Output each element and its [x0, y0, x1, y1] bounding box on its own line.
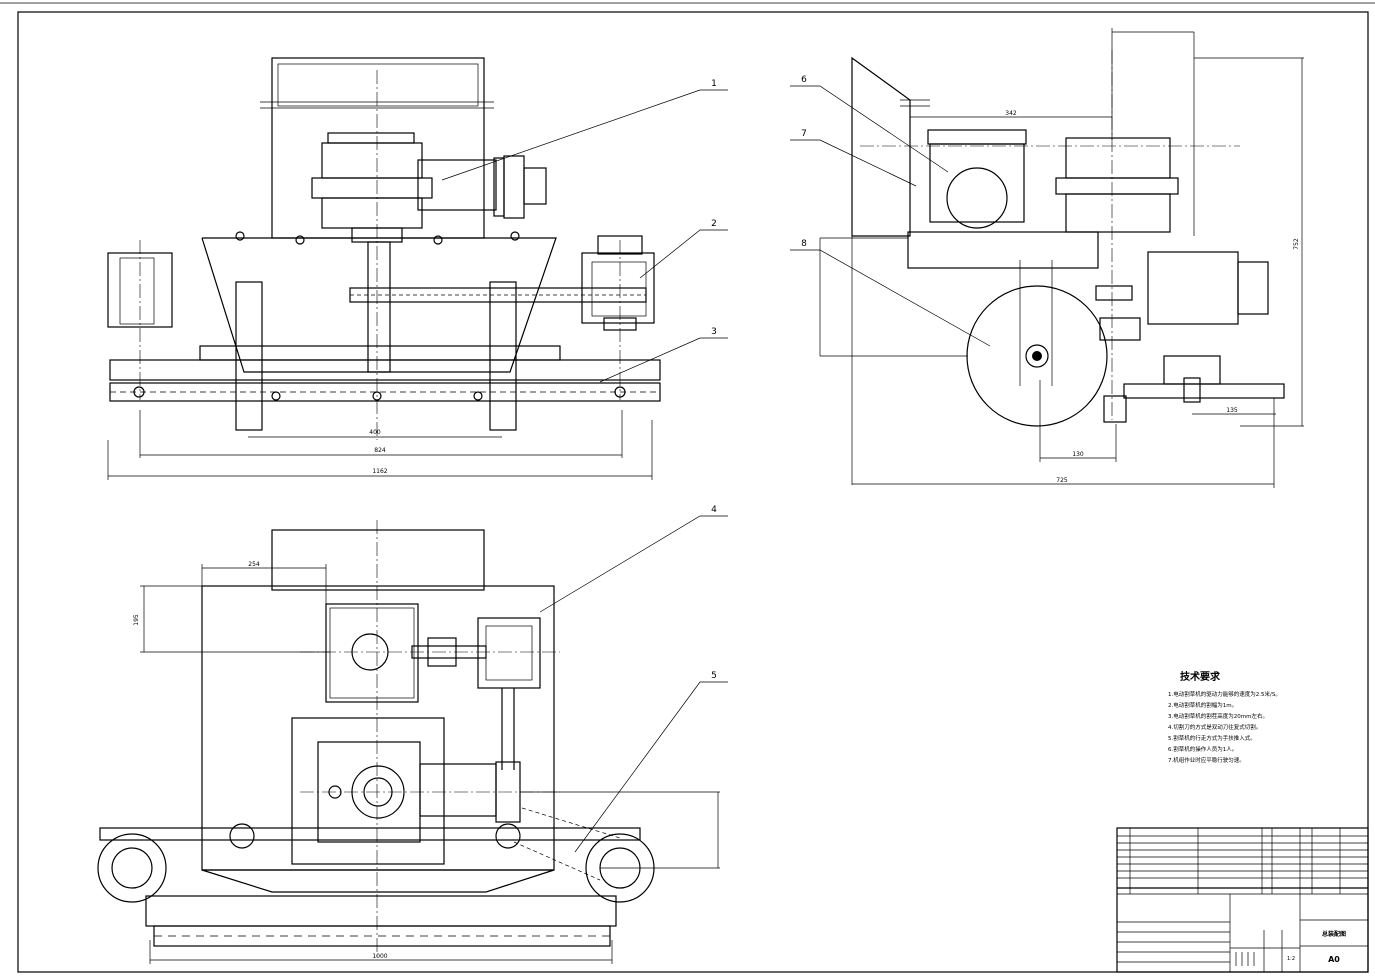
dim-1000: 1000 — [372, 953, 387, 960]
callout-7: 7 — [801, 129, 807, 139]
tech-requirements-list: 1.电动割草机的驱动力能够的速度为2.5米/S。 2.电动割草机的割幅为1m。 … — [1168, 690, 1281, 764]
dim-752: 752 — [1293, 238, 1300, 250]
callout-1: 1 — [711, 79, 717, 89]
dim-135: 135 — [1226, 407, 1238, 414]
top-view — [97, 520, 720, 964]
tech-requirements-title: 技术要求 — [1180, 670, 1221, 683]
drawing-frame — [17, 11, 1369, 973]
callout-2: 2 — [711, 219, 717, 229]
dim-130: 130 — [1072, 451, 1084, 458]
dim-254: 254 — [248, 561, 260, 568]
dim-1162: 1162 — [372, 468, 387, 475]
tech-req-item: 2.电动割草机的割幅为1m。 — [1168, 701, 1237, 709]
dim-824: 824 — [374, 447, 386, 454]
tech-req-item: 4.切割刀的方式是双动刀往复式切割。 — [1168, 723, 1261, 731]
tech-req-item: 5.割草机的行走方式为手扶推入式。 — [1168, 734, 1256, 742]
drawing-scale: 1:2 — [1287, 956, 1295, 962]
drawing-title: 总装配图 — [1322, 930, 1346, 938]
sheet-size: A0 — [1328, 955, 1340, 964]
callout-6: 6 — [801, 75, 807, 85]
title-block — [1116, 827, 1369, 973]
dim-342: 342 — [1005, 110, 1017, 117]
callout-3: 3 — [711, 327, 717, 337]
tech-req-item: 1.电动割草机的驱动力能够的速度为2.5米/S。 — [1168, 690, 1281, 698]
dim-195: 195 — [133, 614, 140, 626]
tech-req-item: 7.机组作业时应平稳行驶匀速。 — [1168, 756, 1245, 764]
tech-req-item: 3.电动割草机的割茬高度为20mm左右。 — [1168, 712, 1268, 720]
dim-400: 400 — [369, 429, 381, 436]
side-view — [819, 28, 1304, 488]
callout-4: 4 — [711, 505, 717, 515]
callout-8: 8 — [801, 239, 807, 249]
front-view — [107, 57, 661, 480]
dim-725: 725 — [1056, 477, 1068, 484]
callout-5: 5 — [711, 671, 717, 681]
callout-leaders — [441, 85, 991, 853]
tech-req-item: 6.割草机的操作人员为1人。 — [1168, 745, 1237, 753]
